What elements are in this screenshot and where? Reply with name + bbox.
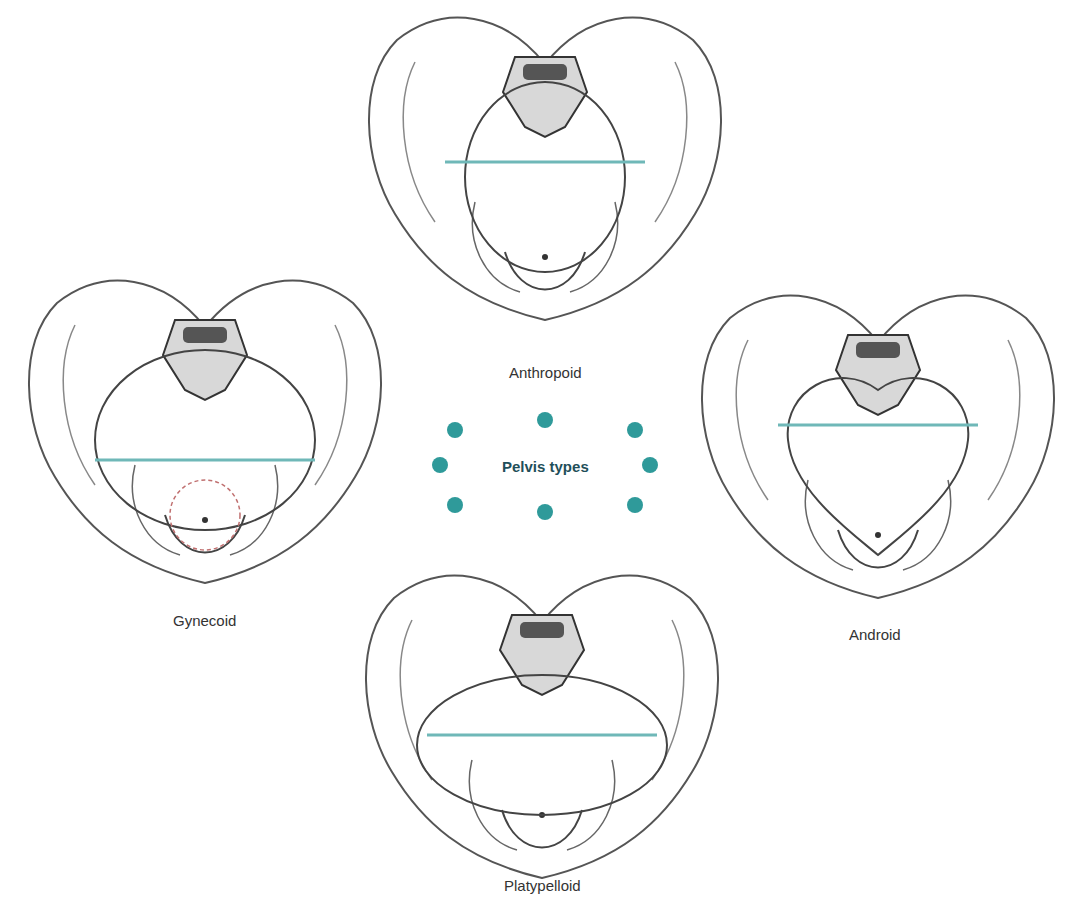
pelvis-type-label: Android xyxy=(849,626,901,643)
pelvis-type-label: Anthropoid xyxy=(509,364,582,381)
center-node: Pelvis types xyxy=(498,456,593,477)
pelvis-type-label: Platypelloid xyxy=(504,877,581,894)
center-title: Pelvis types xyxy=(498,456,593,477)
pelvis-type-label: Gynecoid xyxy=(173,612,236,629)
